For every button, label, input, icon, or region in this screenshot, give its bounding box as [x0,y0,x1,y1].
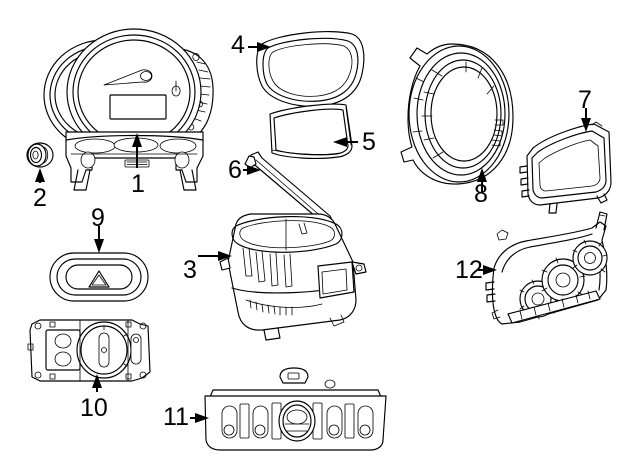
part-headlight-switch [27,319,151,382]
part-hvac-panel [485,211,608,325]
callout-label-2: 2 [33,184,47,212]
part-grommet [26,142,54,168]
callout-label-10: 10 [80,394,108,422]
callout-label-4: 4 [231,31,245,59]
callout-label-6: 6 [228,156,242,184]
part-round-bezel-housing [400,43,514,185]
part-display-bezel-frame [519,121,612,214]
callout-label-1: 1 [131,170,145,198]
callout-label-11: 11 [163,403,189,431]
callout-label-5: 5 [362,128,376,156]
callout-leaders [35,42,591,423]
part-hazard-switch [49,252,149,302]
part-switch-bank [204,367,387,451]
part-lens-panel [269,103,353,159]
callout-label-8: 8 [474,180,488,208]
callout-label-7: 7 [578,86,592,114]
callout-label-3: 3 [183,256,197,284]
callout-label-12: 12 [455,256,483,284]
part-cluster-housing [219,213,367,341]
part-instrument-cluster [43,28,214,191]
part-bezel-seal [256,31,365,107]
callout-label-9: 9 [91,204,105,232]
